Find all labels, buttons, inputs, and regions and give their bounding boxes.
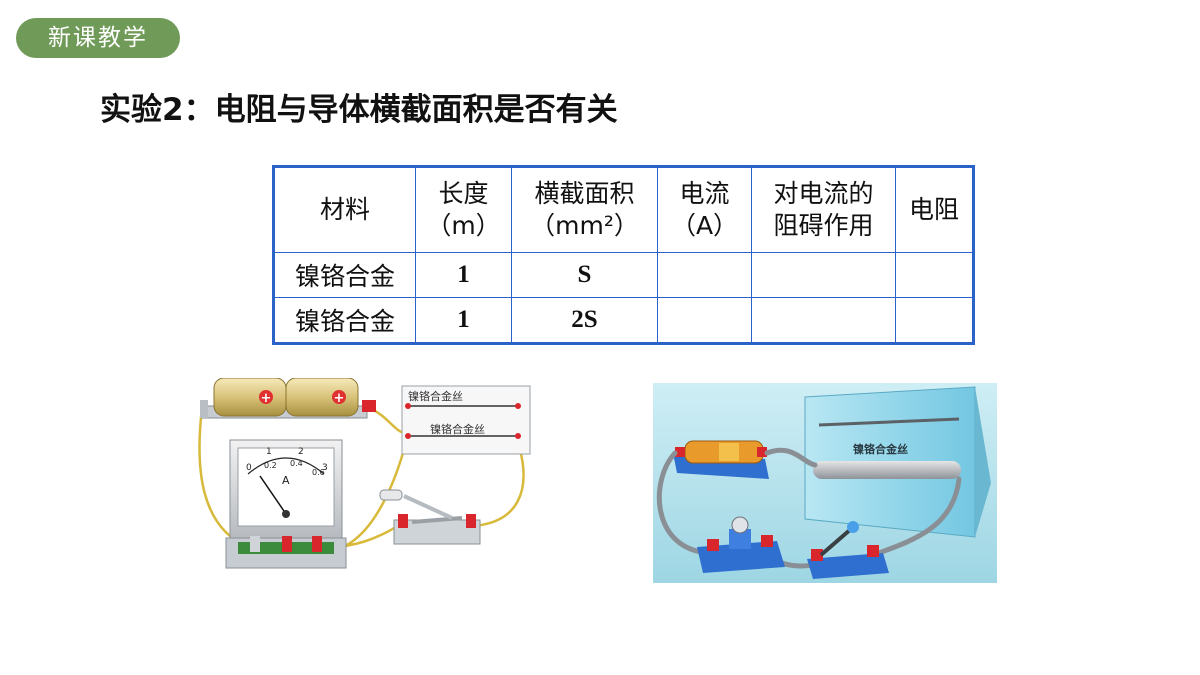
meter-unit: A <box>282 474 290 487</box>
svg-text:0.2: 0.2 <box>264 461 277 470</box>
cell-length: 1 <box>415 297 512 344</box>
svg-text:0: 0 <box>246 463 252 473</box>
cell-current <box>657 252 752 298</box>
cell-material: 镍铬合金 <box>273 297 416 344</box>
svg-text:2: 2 <box>298 447 304 457</box>
knife-switch <box>807 521 889 579</box>
section-badge: 新课教学 <box>16 18 180 58</box>
ammeter: 0 1 2 3 0.2 0.4 0.6 A <box>225 439 347 569</box>
svg-text:+: + <box>261 391 272 406</box>
cell-material: 镍铬合金 <box>273 252 416 298</box>
cell-length: 1 <box>415 252 512 298</box>
terminal-icon <box>867 545 879 557</box>
terminal-icon <box>757 447 767 457</box>
svg-text:0.6: 0.6 <box>312 468 325 477</box>
wire1-label: 镍铬合金丝 <box>408 389 463 403</box>
terminal-icon <box>466 514 476 528</box>
terminal-icon <box>761 535 773 547</box>
table-row: 镍铬合金 1 S <box>273 252 974 298</box>
header-current: 电流（A） <box>657 166 752 253</box>
cell-area: 2S <box>511 297 658 344</box>
left-circuit-diagram: + + 镍铬合金丝 镍铬合金丝 0 1 2 3 0.2 0.4 0.6 A <box>198 378 531 569</box>
terminal-icon <box>362 400 376 412</box>
cell-resistance <box>895 252 974 298</box>
cell-resistance <box>895 297 974 344</box>
header-resistance: 电阻 <box>895 166 974 253</box>
cell-hindrance <box>751 297 896 344</box>
wire-label: 镍铬合金丝 <box>853 442 908 456</box>
battery-positive-icon <box>332 390 346 404</box>
terminal-icon <box>707 539 719 551</box>
terminal-icon <box>312 536 322 552</box>
terminal-icon <box>811 549 823 561</box>
knife-switch <box>379 489 481 545</box>
battery-pack: + + <box>200 378 376 419</box>
header-hindrance: 对电流的阻碍作用 <box>751 166 896 253</box>
ammeter-base <box>697 516 785 573</box>
header-area: 横截面积（mm²） <box>511 166 658 253</box>
right-apparatus-picture: 镍铬合金丝 <box>653 383 997 583</box>
thin-wire <box>818 417 960 427</box>
cell-current <box>657 297 752 344</box>
table-row: 镍铬合金 1 2S <box>273 297 974 344</box>
svg-text:3: 3 <box>322 463 328 473</box>
svg-text:1: 1 <box>266 447 272 457</box>
experiment-table: 材料 长度（m） 横截面积（mm²） 电流（A） 对电流的阻碍作用 电阻 镍铬合… <box>272 165 975 345</box>
battery-positive-icon <box>259 390 273 404</box>
wire2-label: 镍铬合金丝 <box>430 422 485 436</box>
meter-needle <box>259 475 287 515</box>
svg-text:+: + <box>334 391 345 406</box>
terminal-icon <box>282 536 292 552</box>
header-material: 材料 <box>273 166 416 253</box>
svg-text:0.4: 0.4 <box>290 459 303 468</box>
wire-board: 镍铬合金丝 镍铬合金丝 <box>401 385 531 455</box>
table-header-row: 材料 长度（m） 横截面积（mm²） 电流（A） 对电流的阻碍作用 电阻 <box>273 166 974 253</box>
cell-hindrance <box>751 252 896 298</box>
cell-area: S <box>511 252 658 298</box>
page-title: 实验2：电阻与导体横截面积是否有关 <box>100 92 618 128</box>
terminal-icon <box>398 514 408 528</box>
battery <box>673 440 769 479</box>
terminal-icon <box>675 447 685 457</box>
header-length: 长度（m） <box>415 166 512 253</box>
thick-wire <box>813 461 961 479</box>
